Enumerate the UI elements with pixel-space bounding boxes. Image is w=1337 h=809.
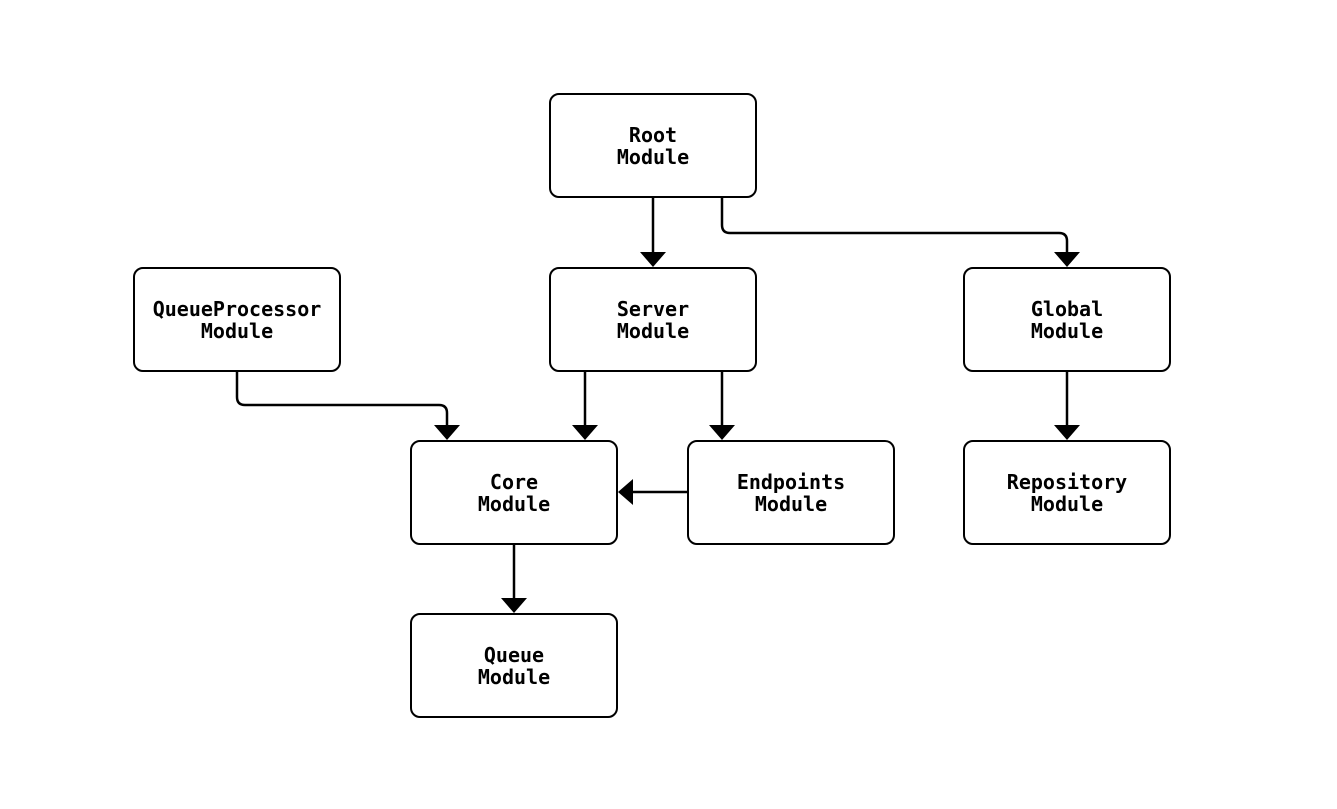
arrowhead-core-queue bbox=[501, 598, 527, 613]
node-root-module: Root Module bbox=[549, 93, 757, 198]
arrowhead-server-core bbox=[572, 425, 598, 440]
node-global-module: Global Module bbox=[963, 267, 1171, 372]
arrowhead-endpoints-core bbox=[618, 479, 633, 505]
node-label: Module bbox=[477, 664, 551, 689]
node-label: Module bbox=[616, 144, 690, 169]
node-queueprocessor-module: QueueProcessor Module bbox=[133, 267, 341, 372]
edge-root-global bbox=[720, 198, 1069, 252]
node-label: Core bbox=[489, 469, 539, 494]
edge-queueprocessor-core bbox=[235, 372, 449, 425]
arrowhead-global-repository bbox=[1054, 425, 1080, 440]
node-label: Global bbox=[1030, 296, 1104, 321]
node-label: Module bbox=[200, 318, 274, 343]
node-label: Module bbox=[1030, 491, 1104, 516]
node-repository-module: Repository Module bbox=[963, 440, 1171, 545]
node-server-module: Server Module bbox=[549, 267, 757, 372]
arrowhead-root-global bbox=[1054, 252, 1080, 267]
arrowhead-queueprocessor-core bbox=[434, 425, 460, 440]
node-label: Module bbox=[754, 491, 828, 516]
node-label: Queue bbox=[483, 642, 545, 667]
node-label: Repository bbox=[1006, 469, 1128, 494]
node-label: Server bbox=[616, 296, 690, 321]
node-label: Module bbox=[1030, 318, 1104, 343]
node-label: Endpoints bbox=[736, 469, 846, 494]
arrowhead-server-endpoints bbox=[709, 425, 735, 440]
node-label: Module bbox=[616, 318, 690, 343]
node-endpoints-module: Endpoints Module bbox=[687, 440, 895, 545]
node-label: Module bbox=[477, 491, 551, 516]
node-queue-module: Queue Module bbox=[410, 613, 618, 718]
node-label: QueueProcessor bbox=[152, 296, 322, 321]
node-label: Root bbox=[628, 122, 678, 147]
node-core-module: Core Module bbox=[410, 440, 618, 545]
arrowhead-root-server bbox=[640, 252, 666, 267]
